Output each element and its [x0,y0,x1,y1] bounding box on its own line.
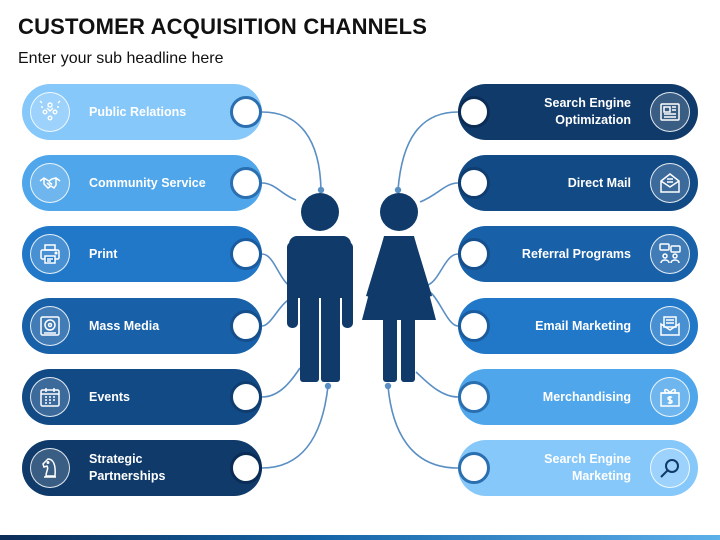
channel-referral-programs[interactable]: Referral Programs [458,226,698,282]
gift-dollar-icon [650,377,690,417]
channel-label: Public Relations [89,104,187,119]
connector-node [458,96,490,128]
channel-label: Strategic Partnerships [89,452,166,483]
wire-public-relations [261,111,322,191]
man-figure [287,193,353,382]
channel-search-engine-optimization[interactable]: Search Engine Optimization [458,84,698,140]
wire-referral [427,253,459,286]
connector-lines [261,111,459,469]
wire-events [261,367,301,398]
page-title: CUSTOMER ACQUISITION CHANNELS [18,14,428,39]
connector-node [230,167,262,199]
connector-node [458,310,490,342]
woman-figure [362,193,436,382]
connector-node [230,96,262,128]
connector-node [458,238,490,270]
channel-label: Search Engine Optimization [544,96,631,127]
calendar-icon [30,377,70,417]
channel-strategic-partnerships[interactable]: Strategic Partnerships [22,440,262,496]
connector-node [230,452,262,484]
channel-label: Events [89,389,130,404]
channel-search-engine-marketing[interactable]: Search Engine Marketing [458,440,698,496]
channel-label: Community Service [89,175,206,190]
footer-bar [0,535,720,540]
channel-label: Referral Programs [521,246,631,261]
channel-label: Direct Mail [567,175,631,190]
connector-node [230,238,262,270]
printer-icon [30,234,70,274]
channel-direct-mail[interactable]: Direct Mail [458,155,698,211]
channel-label: Email Marketing [535,318,631,333]
channel-label: Print [89,246,118,261]
wire-sem [387,385,459,469]
magnifier-icon [650,448,690,488]
channel-email-marketing[interactable]: Email Marketing [458,298,698,354]
channel-label: Mass Media [89,318,160,333]
mail-letter-icon [650,163,690,203]
connector-node [458,452,490,484]
channel-merchandising[interactable]: Merchandising [458,369,698,425]
connector-node [458,381,490,413]
wire-seo [397,111,459,191]
public-relations-icon [30,92,70,132]
channel-label: Search Engine Marketing [544,452,631,483]
connector-node [230,381,262,413]
wire-direct-mail [419,182,459,203]
connector-node [458,167,490,199]
wire-merchandising [415,371,459,398]
wire-email [429,291,459,327]
referral-icon [650,234,690,274]
email-icon [650,306,690,346]
channel-mass-media[interactable]: Mass Media [22,298,262,354]
media-icon [30,306,70,346]
channel-events[interactable]: Events [22,369,262,425]
channel-print[interactable]: Print [22,226,262,282]
page-subtitle: Enter your sub headline here [18,50,224,67]
wire-community-service [261,182,297,201]
connector-node [230,310,262,342]
wire-strategic-partnerships [261,385,329,469]
handshake-icon [30,163,70,203]
chess-knight-icon [30,448,70,488]
channel-community-service[interactable]: Community Service [22,155,262,211]
newspaper-icon [650,92,690,132]
channel-label: Merchandising [542,389,631,404]
channel-public-relations[interactable]: Public Relations [22,84,262,140]
